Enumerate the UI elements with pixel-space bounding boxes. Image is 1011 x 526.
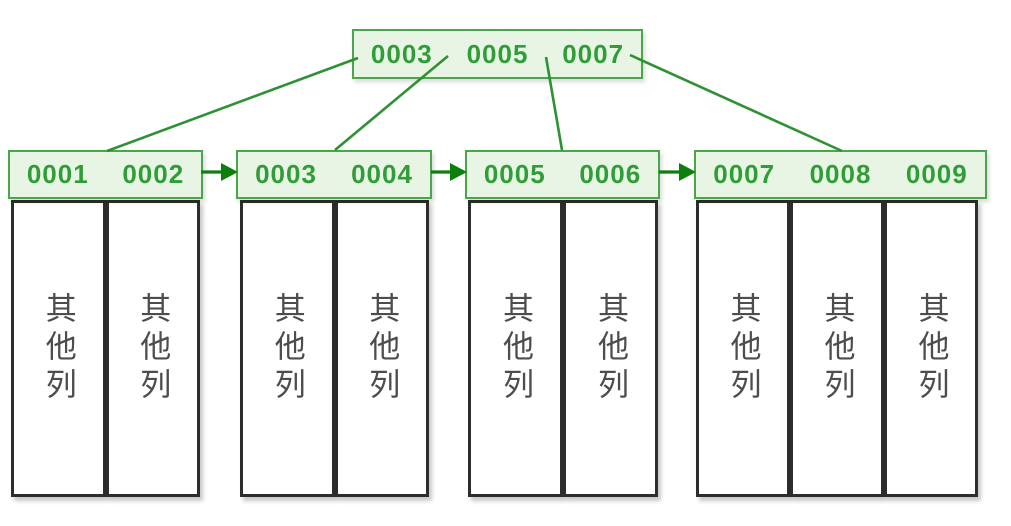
leaf-key: 0003 <box>255 159 317 189</box>
next-page-arrow-3 <box>659 163 696 181</box>
other-columns-label: 其他列 <box>364 291 400 406</box>
record-column: 其他列 <box>468 200 563 497</box>
other-columns-label: 其他列 <box>135 291 171 406</box>
record-group-2: 其他列 其他列 <box>240 200 429 497</box>
leaf-node-1: 0001 0002 <box>8 150 203 199</box>
connector-root-to-leaf1 <box>106 56 359 153</box>
record-column: 其他列 <box>11 200 106 497</box>
other-columns-label: 其他列 <box>269 291 305 406</box>
record-column: 其他列 <box>105 200 200 497</box>
record-group-3: 其他列 其他列 <box>468 200 658 497</box>
next-page-arrow-1 <box>201 163 238 181</box>
leaf-key: 0006 <box>579 159 642 189</box>
leaf-key: 0009 <box>905 159 968 189</box>
record-column: 其他列 <box>790 200 884 497</box>
next-page-arrow-2 <box>431 163 467 181</box>
record-column: 其他列 <box>334 200 429 497</box>
leaf-node-2: 0003 0004 <box>236 150 432 199</box>
record-column: 其他列 <box>884 200 978 497</box>
root-key: 0005 <box>466 38 529 69</box>
record-column: 其他列 <box>696 200 790 497</box>
other-columns-label: 其他列 <box>725 291 761 406</box>
root-key: 0003 <box>370 38 433 69</box>
record-group-4: 其他列 其他列 其他列 <box>696 200 978 497</box>
record-group-1: 其他列 其他列 <box>11 200 200 497</box>
leaf-node-3: 0005 0006 <box>465 150 660 199</box>
leaf-key: 0004 <box>351 159 413 189</box>
record-column: 其他列 <box>240 200 335 497</box>
leaf-key: 0002 <box>122 159 185 189</box>
leaf-key: 0001 <box>26 159 89 189</box>
other-columns-label: 其他列 <box>40 291 76 406</box>
root-key: 0007 <box>562 38 625 69</box>
leaf-key: 0005 <box>483 159 546 189</box>
other-columns-label: 其他列 <box>593 291 628 406</box>
other-columns-label: 其他列 <box>913 291 949 406</box>
root-node: 0003 0005 0007 <box>352 29 643 79</box>
leaf-key: 0007 <box>713 159 776 189</box>
leaf-node-4: 0007 0008 0009 <box>694 150 987 199</box>
record-column: 其他列 <box>563 200 658 497</box>
connector-root-to-leaf4 <box>629 53 843 153</box>
other-columns-label: 其他列 <box>819 291 855 406</box>
leaf-key: 0008 <box>809 159 872 189</box>
other-columns-label: 其他列 <box>498 291 533 406</box>
